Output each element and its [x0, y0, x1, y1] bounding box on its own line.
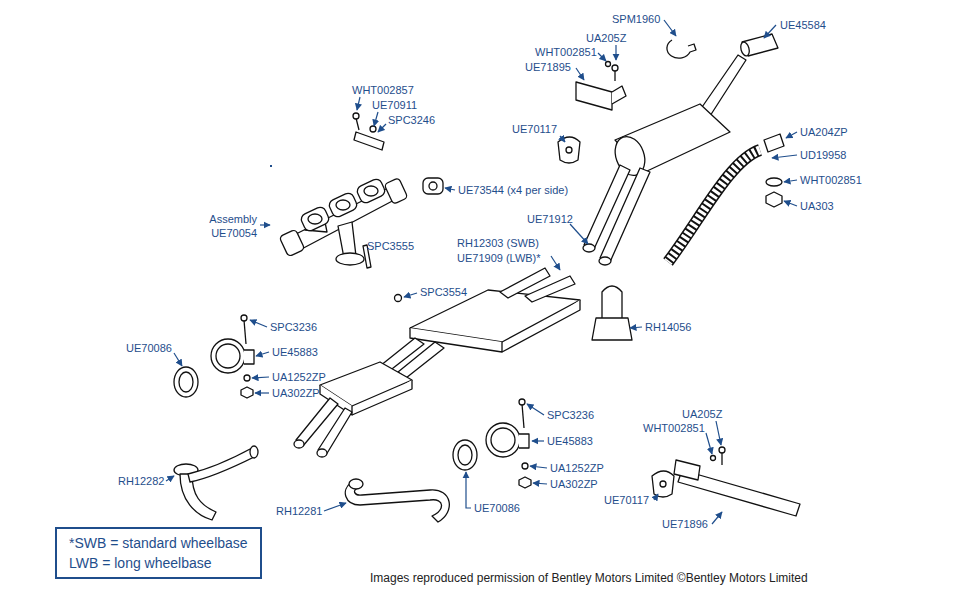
part-number: UA205Z [682, 407, 722, 421]
note-line: *SWB = standard wheelbase [69, 533, 248, 553]
part-number: UE71912 [527, 212, 573, 226]
part-number: UA302ZP [272, 386, 320, 400]
part-number: UD19958 [800, 148, 846, 162]
part-number: SPM1960 [612, 12, 660, 26]
part-number: SPC3236 [547, 408, 594, 422]
part-number: UE71909 (LWB)* [457, 251, 541, 265]
part-number: SPC3555 [367, 239, 414, 253]
part-number: WHT002851 [800, 173, 862, 187]
part-number: UE70086 [474, 501, 520, 515]
part-number: UE70086 [126, 341, 172, 355]
part-number: UE73544 (x4 per side) [458, 183, 568, 197]
part-number: UE71896 [662, 517, 708, 531]
part-number: UA302ZP [550, 477, 598, 491]
part-number: UE70117 [512, 122, 557, 136]
part-number: UA204ZP [800, 125, 848, 139]
assembly-heading: Assembly UE70054 [201, 212, 257, 240]
part-number: UA205Z [586, 31, 626, 45]
note-box: *SWB = standard wheelbaseLWB = long whee… [55, 527, 262, 579]
part-number: UA1252ZP [550, 461, 604, 475]
part-number: UA303 [800, 199, 834, 213]
part-number: RH12303 (SWB) [457, 236, 539, 250]
part-number: SPC3246 [388, 113, 435, 127]
part-number: UE45883 [272, 345, 318, 359]
part-number: RH12281 [276, 504, 322, 518]
part-number: UE71895 [525, 60, 571, 74]
part-number: UE70117 [604, 493, 649, 507]
credit-note: Images reproduced permission of Bentley … [370, 571, 808, 585]
part-number: WHT002851 [535, 45, 597, 59]
part-number: UE45584 [780, 18, 826, 32]
part-number: UE70911 [372, 98, 417, 112]
part-number: RH14056 [645, 320, 691, 334]
note-line: LWB = long wheelbase [69, 553, 248, 573]
part-number: UA1252ZP [272, 370, 326, 384]
assembly-box: Assembly UE70054SPC3555 [270, 165, 272, 167]
part-number: WHT002851 [643, 421, 705, 435]
part-number: WHT002857 [352, 83, 414, 97]
part-number: SPC3554 [420, 285, 467, 299]
part-number: RH12282 [118, 474, 164, 488]
part-number: UE45883 [547, 434, 593, 448]
part-number: SPC3236 [270, 320, 317, 334]
